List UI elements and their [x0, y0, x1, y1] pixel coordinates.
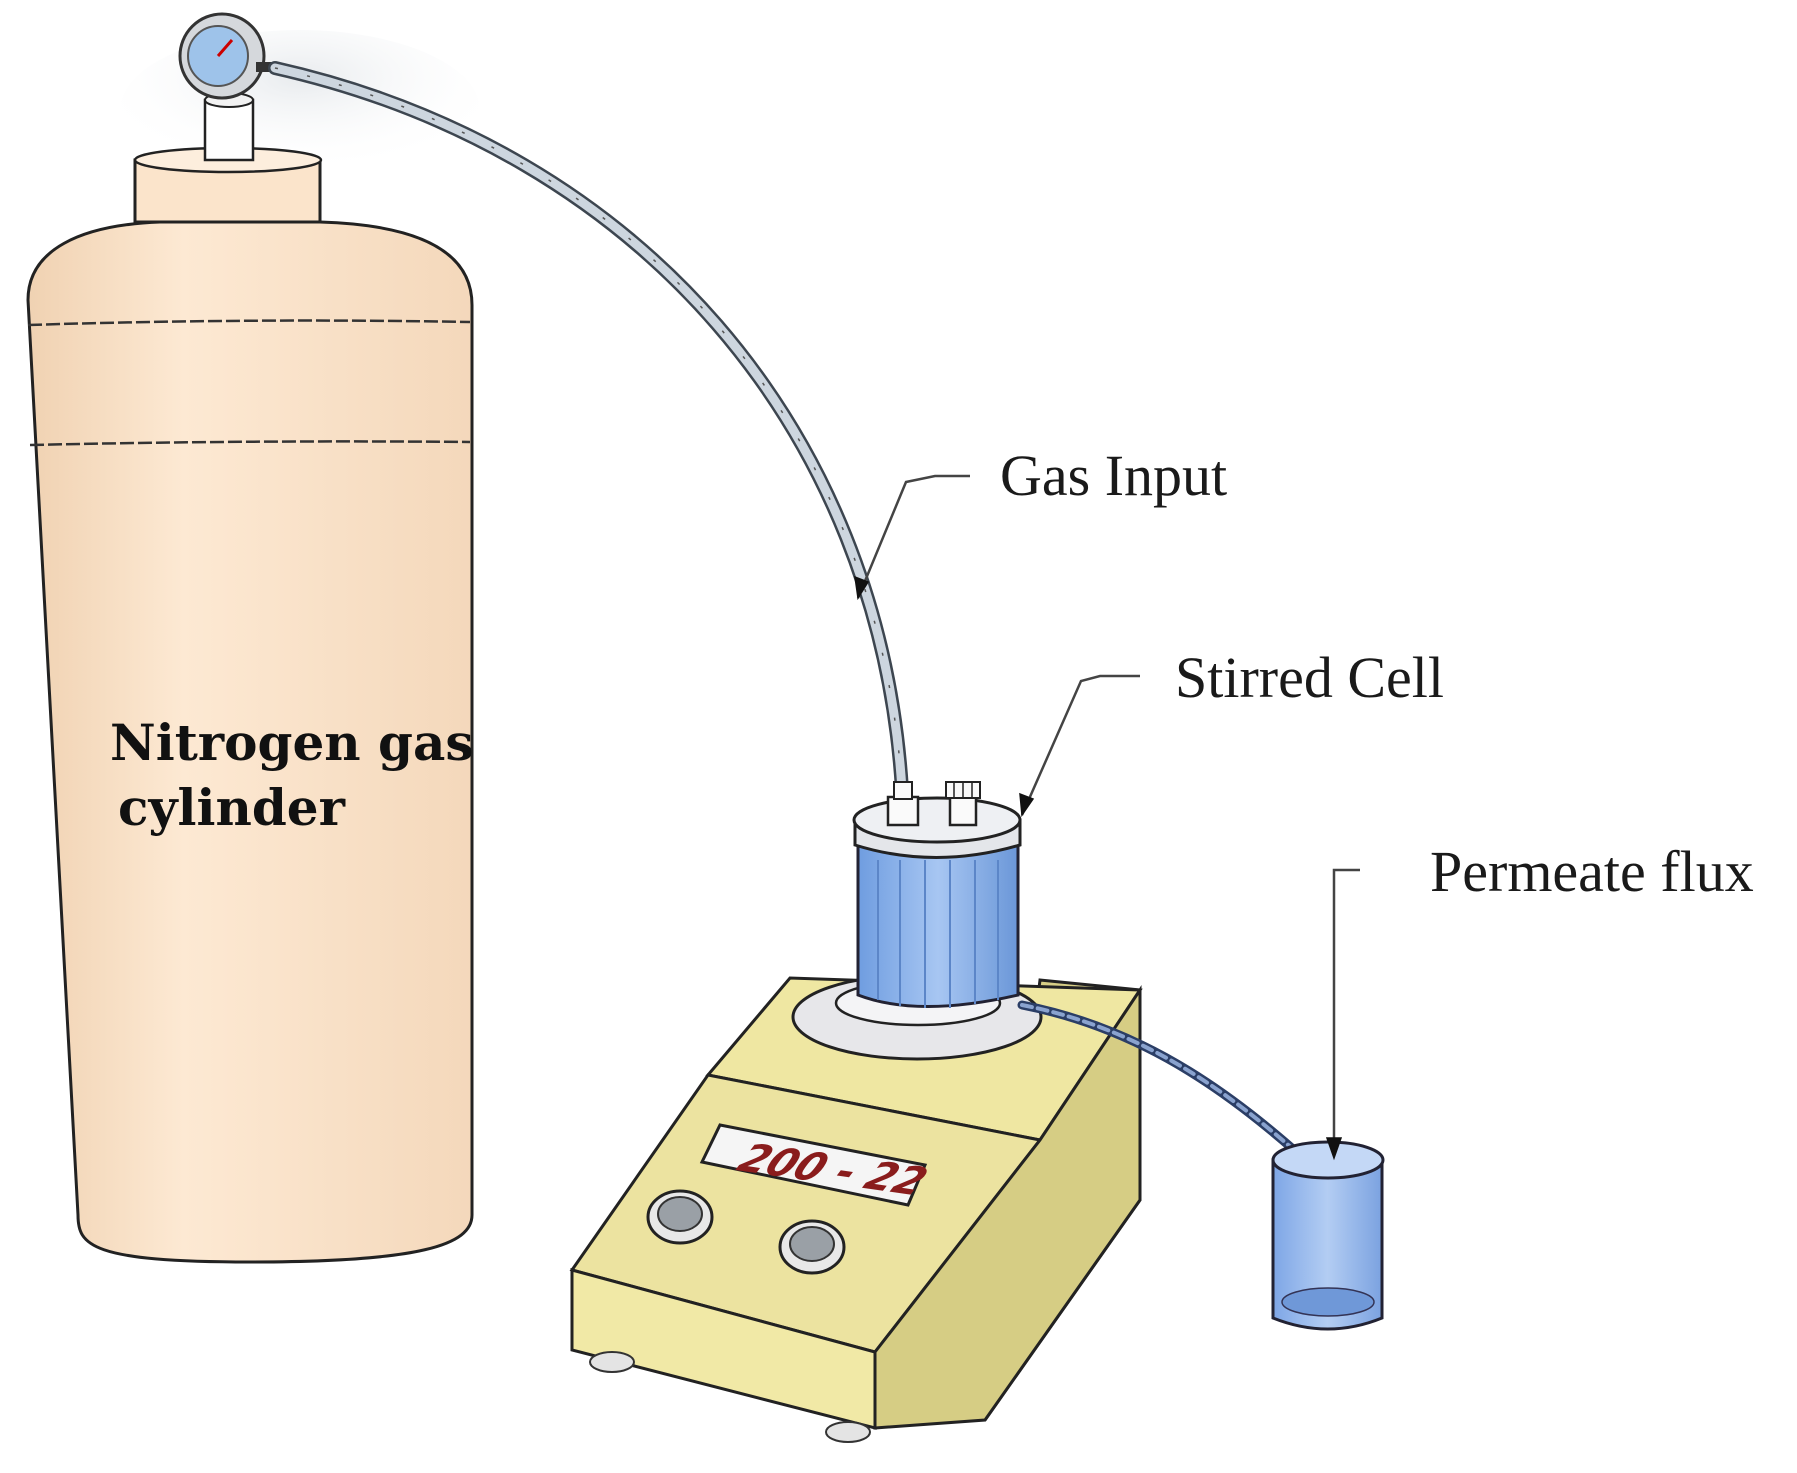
- permeate-flux-label: Permeate flux: [1430, 839, 1754, 904]
- stirrer-foot: [825, 1421, 871, 1443]
- cylinder-body: [26, 220, 474, 1264]
- pressure-relief-valve-icon[interactable]: [945, 781, 981, 827]
- speed-knob-icon[interactable]: [646, 1189, 714, 1245]
- stirrer-display: [699, 1123, 928, 1207]
- gas-inlet-fitting: [886, 795, 920, 827]
- beaker-bottom: [1281, 1287, 1375, 1317]
- gas-input-callout-line: [856, 474, 970, 599]
- cylinder-label-line2: cylinder: [118, 778, 346, 837]
- beaker-rim: [1271, 1140, 1385, 1180]
- stirred-cell: [791, 781, 1043, 1061]
- stirrer-right-face: [873, 985, 1142, 1430]
- stirred-cell-label: Stirred Cell: [1175, 645, 1444, 710]
- cylinder-band-upper: [27, 319, 471, 327]
- cylinder-label-line1: Nitrogen gas: [110, 713, 474, 772]
- gas-input-label: Gas Input: [1000, 443, 1227, 508]
- stirred-cell-callout-line: [1020, 674, 1140, 816]
- permeate-beaker: [1271, 1140, 1385, 1331]
- pressure-gauge-icon: [178, 12, 278, 100]
- gas-input-tube: [268, 61, 909, 797]
- stirrer-foot: [589, 1351, 635, 1373]
- valve-stem: [203, 98, 255, 162]
- callout-lines: [854, 474, 1360, 1161]
- beaker-body: [1271, 1158, 1384, 1331]
- cylinder-band-lower: [29, 440, 471, 447]
- temperature-knob-icon[interactable]: [778, 1219, 846, 1275]
- gas-inlet-nozzle: [893, 781, 913, 800]
- permeate-flux-callout-line: [1332, 868, 1360, 1155]
- cell-glass-body: [856, 843, 1020, 1008]
- cell-lid-top: [852, 796, 1022, 844]
- nitrogen-gas-cylinder: Nitrogen gas cylinder: [26, 12, 474, 1264]
